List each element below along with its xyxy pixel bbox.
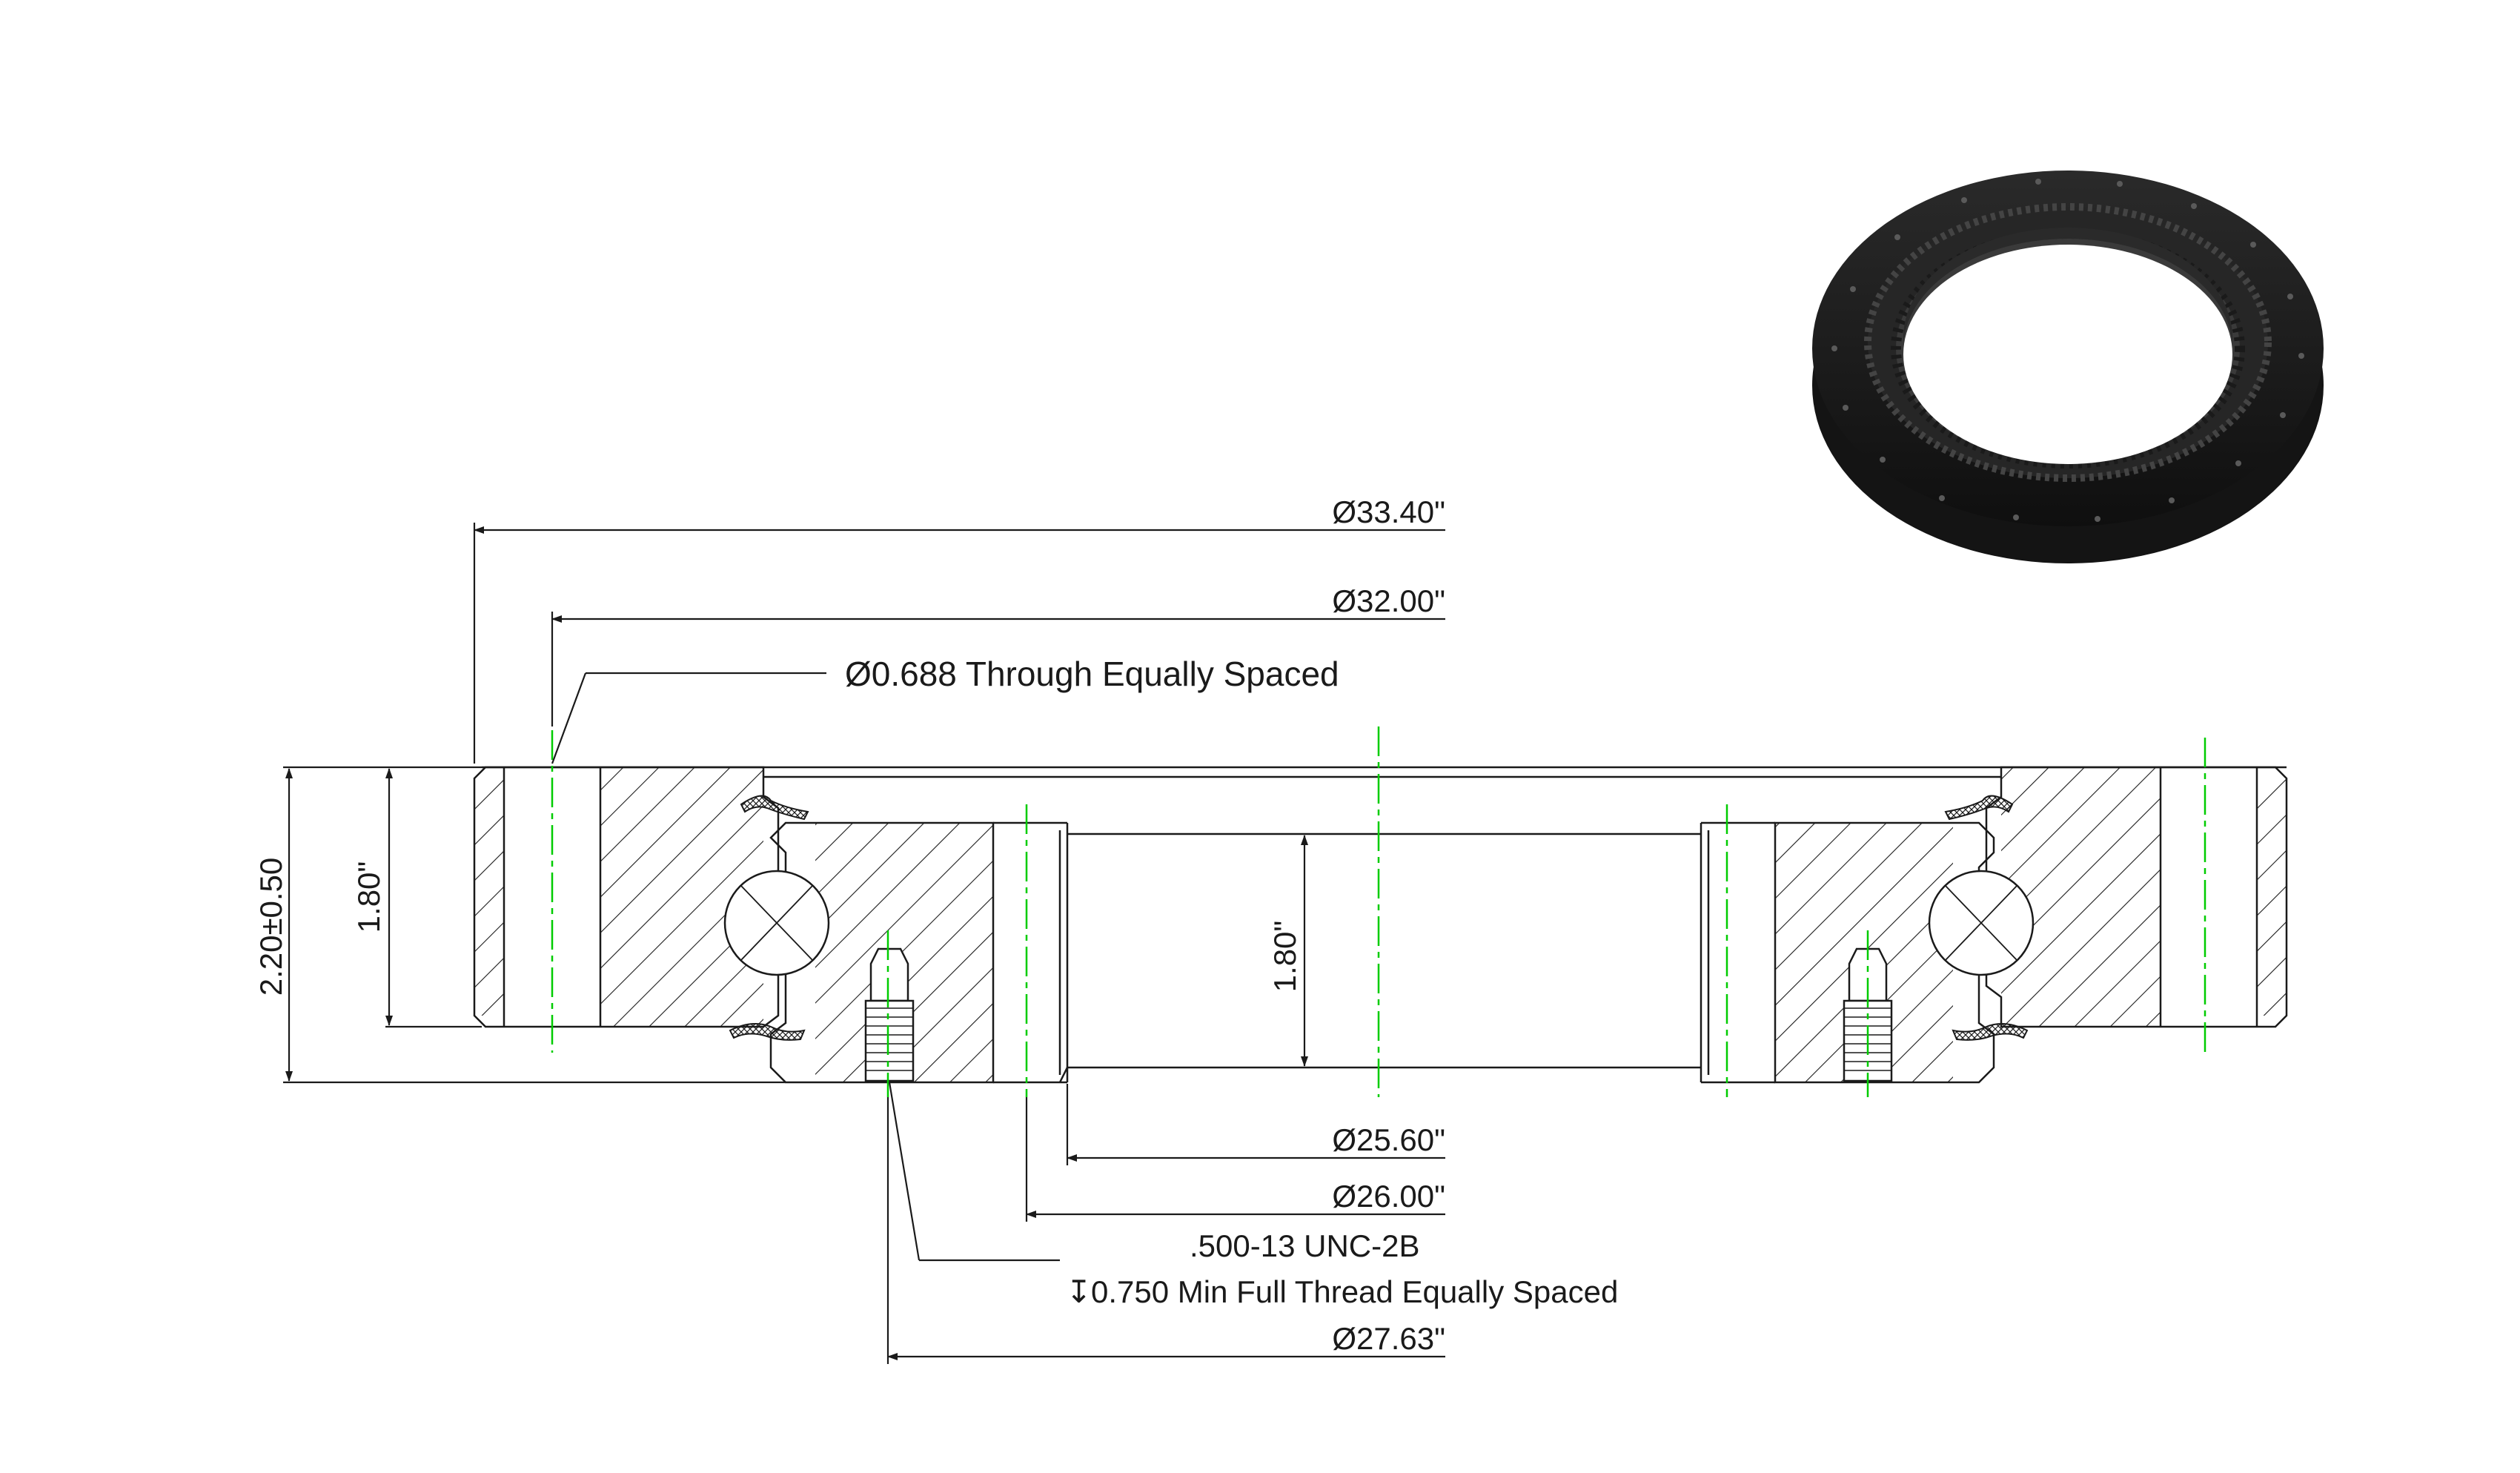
thread-depth-symbol: ↧ — [1066, 1274, 1092, 1309]
dimension-lines — [283, 523, 1445, 1364]
ball-left — [723, 870, 830, 976]
centerlines — [551, 726, 2206, 1097]
outer-holes-note: Ø0.688 Through Equally Spaced — [845, 655, 1339, 693]
ball-right — [1928, 870, 2035, 976]
seals — [729, 795, 2029, 1041]
thread-depth-note: 0.750 Min Full Thread Equally Spaced — [1091, 1274, 1618, 1309]
inner-hole-circle-label: Ø26.00" — [1332, 1179, 1445, 1214]
cross-section — [473, 766, 2288, 1084]
bore-diameter-label: Ø25.60" — [1332, 1122, 1445, 1157]
bolt-circle-outer-label: Ø32.00" — [1332, 583, 1445, 618]
thread-spec-label: .500-13 UNC-2B — [1190, 1228, 1419, 1263]
dimension-labels: Ø33.40" Ø32.00" Ø0.688 Through Equally S… — [253, 494, 1618, 1356]
slewing-ring-render — [1812, 171, 2324, 563]
outer-ring-height-label: 1.80" — [351, 861, 386, 933]
outer-diameter-label: Ø33.40" — [1332, 494, 1445, 529]
tapped-hole-circle-label: Ø27.63" — [1332, 1321, 1445, 1356]
overall-height-label: 2.20±0.50 — [253, 858, 288, 996]
tapped-hole-left — [864, 947, 915, 1082]
inner-ring-height-label: 1.80" — [1267, 921, 1302, 993]
right-outer-ring — [1985, 766, 2288, 1028]
bore — [1058, 823, 1710, 1083]
